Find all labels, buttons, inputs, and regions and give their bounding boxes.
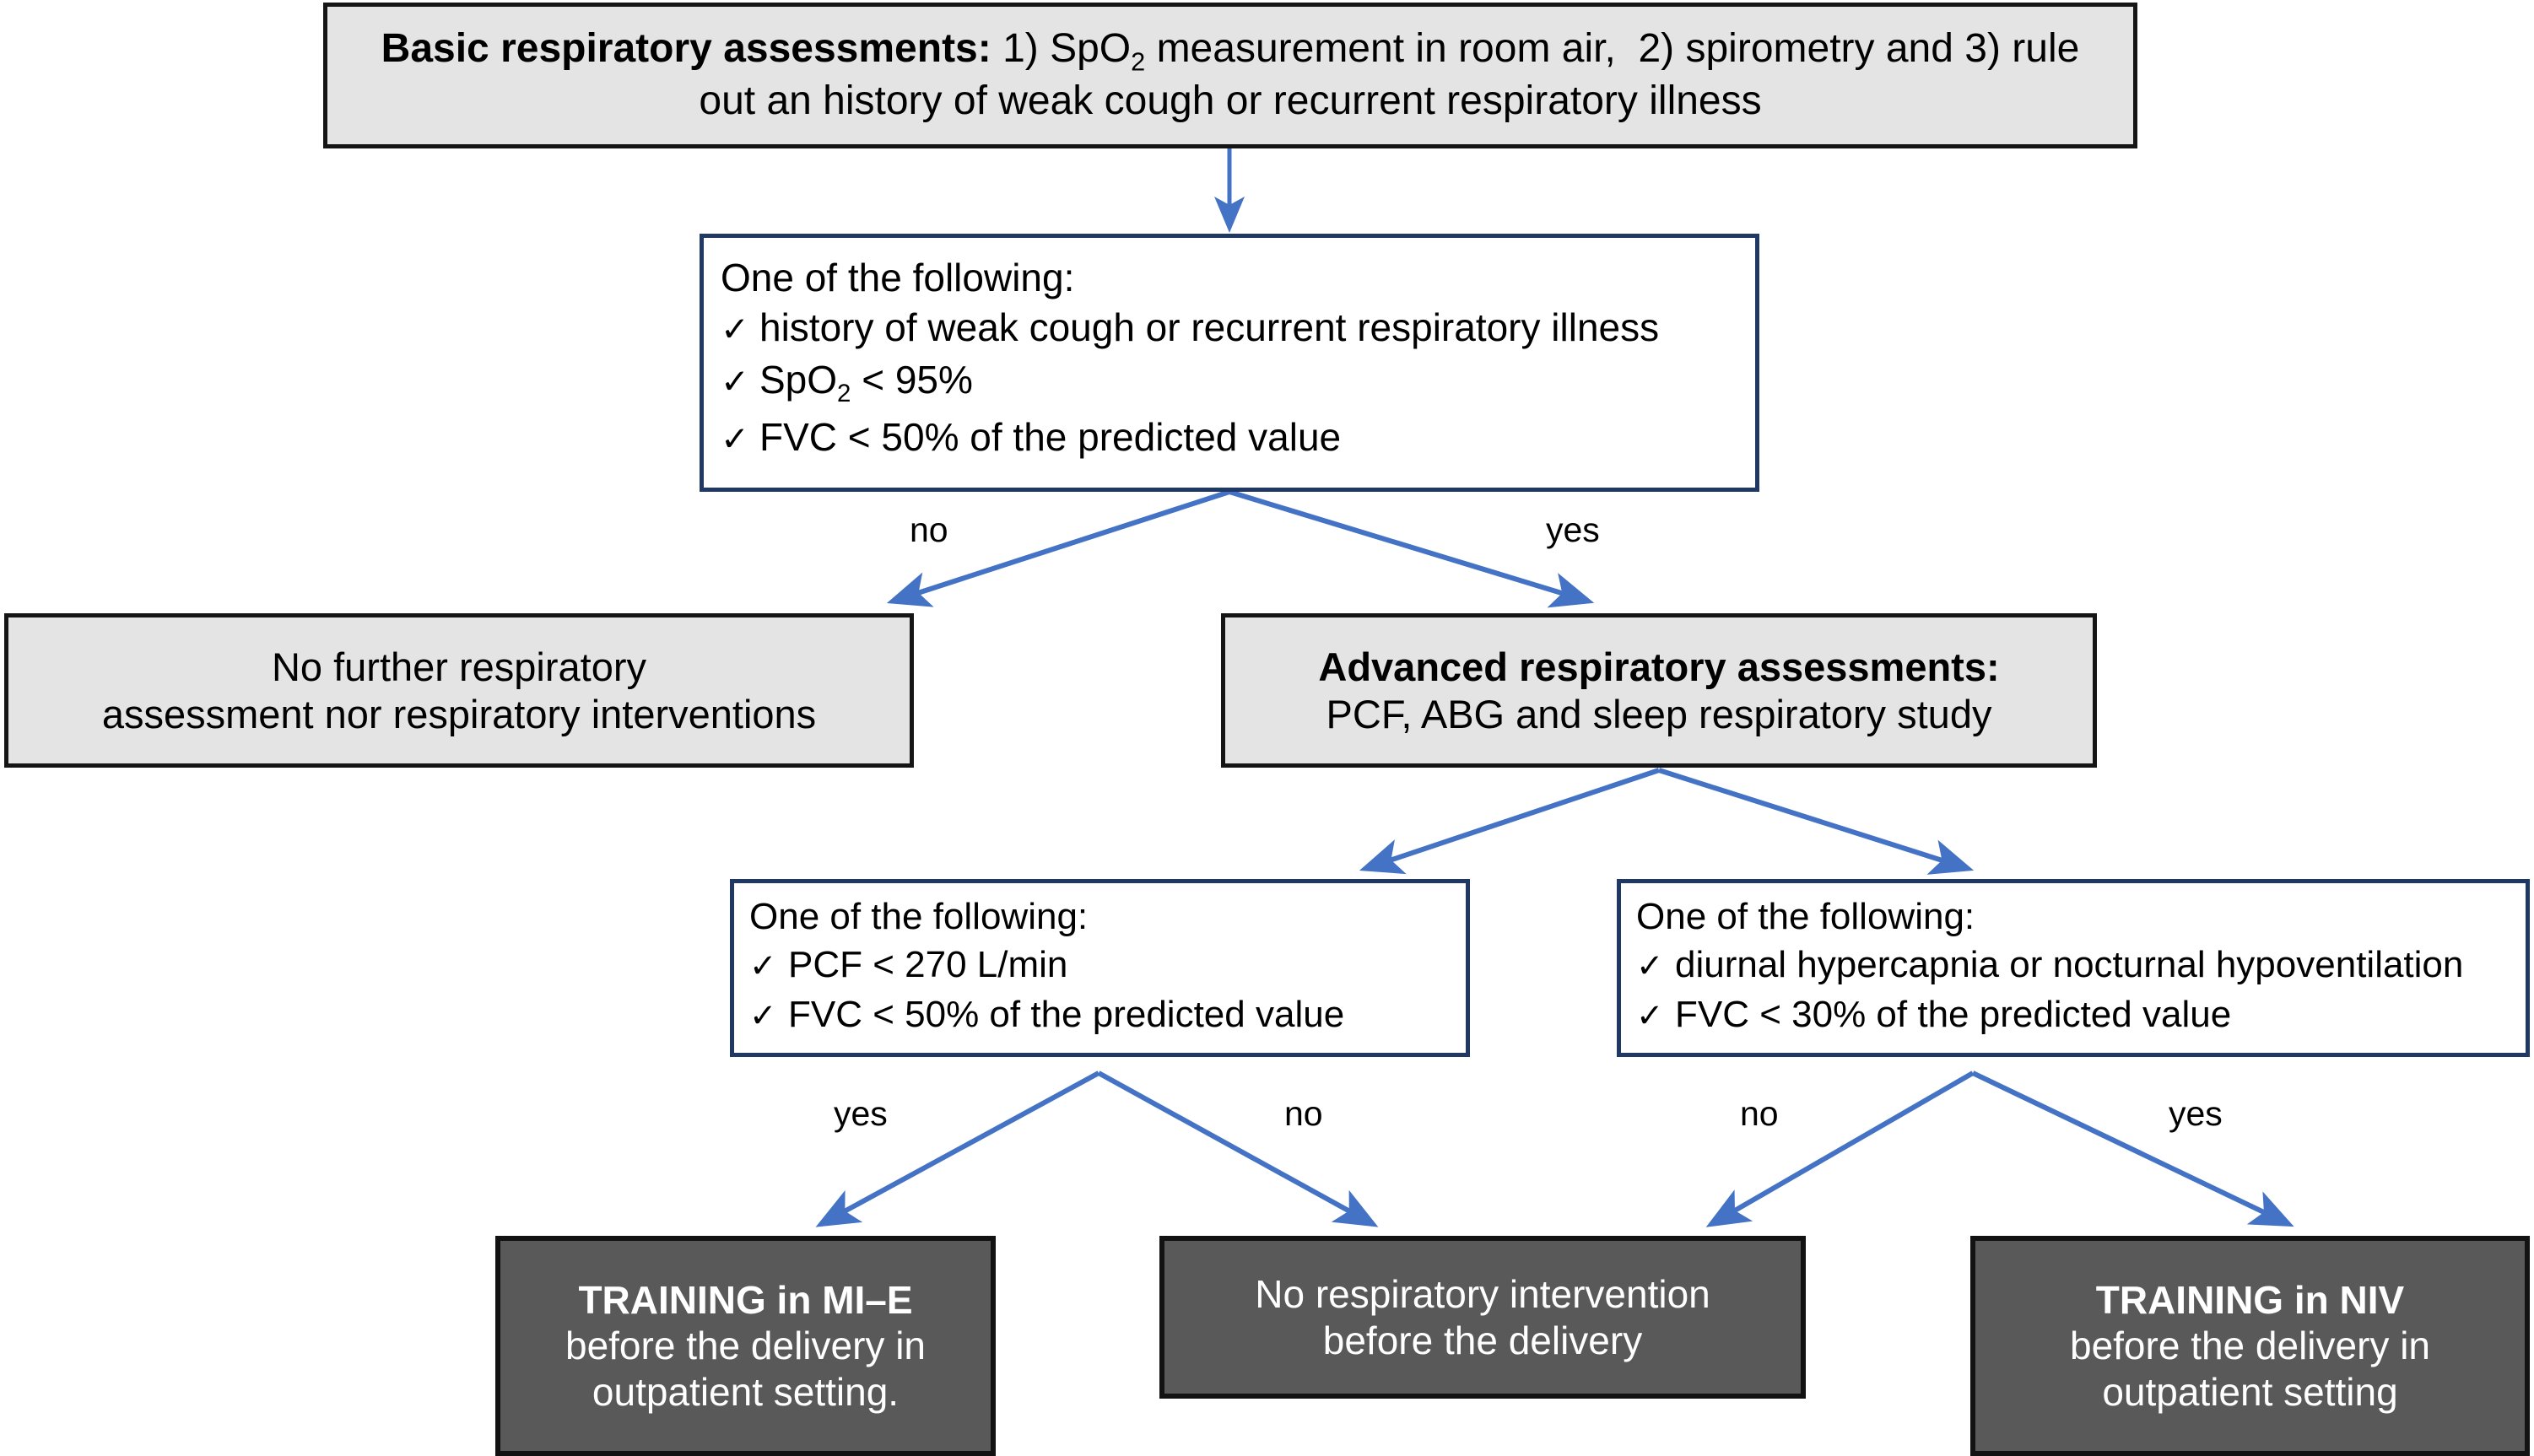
criteria-basic-item-2: ✓ SpO2 < 95% — [721, 353, 1748, 411]
criteria-basic-item-1: ✓ history of weak cough or recurrent res… — [721, 301, 1748, 353]
criteria-ventilation-item-1-label: diurnal hypercapnia or nocturnal hypoven… — [1675, 943, 2464, 985]
criteria-ventilation-heading: One of the following: — [1636, 896, 1975, 937]
arrow-advanced-to-pcf — [1359, 768, 1660, 875]
node-basic-assessments: Basic respiratory assessments: 1) SpO2 m… — [323, 3, 2137, 148]
node-training-niv: TRAINING in NIV before the delivery in o… — [1970, 1236, 2530, 1456]
criteria-basic-list: ✓ history of weak cough or recurrent res… — [716, 301, 1748, 463]
node-no-further-assessment: No further respiratory assessment nor re… — [4, 613, 914, 768]
arrow-pcf-no — [1097, 1070, 1379, 1227]
no-intervention-line1: No respiratory intervention — [1255, 1272, 1710, 1317]
check-icon: ✓ — [721, 418, 749, 460]
criteria-pcf-item-1-label: PCF < 270 L/min — [788, 943, 1068, 985]
edge-label-ventilation-yes: yes — [2169, 1094, 2223, 1133]
edge-label-pcf-yes: yes — [834, 1094, 888, 1133]
training-niv-line2: before the delivery in — [2069, 1324, 2431, 1368]
training-niv-line1: TRAINING in NIV — [2095, 1278, 2405, 1323]
node-advanced-assessments: Advanced respiratory assessments: PCF, A… — [1221, 613, 2097, 768]
no-further-line2: assessment nor respiratory interventions — [101, 691, 817, 736]
basic-assessments-line1-rest: 1) SpO2 measurement in room air, 2) spir… — [991, 26, 2080, 77]
edge-label-basic-no: no — [910, 510, 948, 549]
training-mie-line1: TRAINING in MI–E — [578, 1278, 913, 1323]
criteria-basic-item-1-label: history of weak cough or recurrent respi… — [759, 305, 1660, 350]
advanced-assessments-line1: Advanced respiratory assessments: — [1318, 644, 2000, 690]
criteria-pcf-item-2-label: FVC < 50% of the predicted value — [788, 994, 1345, 1036]
criteria-pcf-list: ✓ PCF < 270 L/min ✓ FVC < 50% of the pre… — [744, 940, 1461, 1040]
node-training-mie: TRAINING in MI–E before the delivery in … — [495, 1236, 996, 1456]
edge-label-pcf-no: no — [1284, 1094, 1323, 1133]
criteria-pcf-heading: One of the following: — [749, 896, 1089, 937]
node-no-intervention: No respiratory intervention before the d… — [1159, 1236, 1806, 1399]
check-icon: ✓ — [749, 946, 777, 985]
criteria-ventilation-item-1: ✓ diurnal hypercapnia or nocturnal hypov… — [1636, 940, 2520, 990]
node-criteria-basic: One of the following: ✓ history of weak … — [700, 234, 1759, 492]
criteria-pcf-item-2: ✓ FVC < 50% of the predicted value — [749, 990, 1461, 1039]
criteria-basic-item-3-label: FVC < 50% of the predicted value — [759, 415, 1342, 460]
no-intervention-line2: before the delivery — [1322, 1318, 1643, 1362]
basic-assessments-line1: Basic respiratory assessments: 1) SpO2 m… — [346, 25, 2115, 78]
training-mie-line3: outpatient setting. — [592, 1369, 900, 1414]
criteria-ventilation-list: ✓ diurnal hypercapnia or nocturnal hypov… — [1631, 940, 2520, 1040]
criteria-pcf-item-1: ✓ PCF < 270 L/min — [749, 940, 1461, 990]
check-icon: ✓ — [721, 309, 749, 350]
no-further-line1: No further respiratory — [271, 644, 647, 690]
criteria-ventilation-item-2-label: FVC < 30% of the predicted value — [1675, 994, 2232, 1036]
criteria-ventilation-item-2: ✓ FVC < 30% of the predicted value — [1636, 990, 2520, 1039]
edge-label-ventilation-no: no — [1740, 1094, 1779, 1133]
arrow-ventilation-yes — [1971, 1070, 2294, 1227]
training-niv-line3: outpatient setting — [2102, 1369, 2398, 1414]
basic-assessments-bold-prefix: Basic respiratory assessments: — [381, 26, 991, 72]
arrow-criteria-yes — [1229, 489, 1595, 608]
criteria-basic-heading: One of the following: — [721, 256, 1075, 299]
arrow-advanced-to-ventilation — [1658, 768, 1975, 875]
criteria-basic-item-3: ✓ FVC < 50% of the predicted value — [721, 411, 1748, 463]
edge-label-basic-yes: yes — [1546, 510, 1600, 549]
basic-assessments-line2: out an history of weak cough or recurren… — [699, 78, 1762, 124]
check-icon: ✓ — [1636, 997, 1664, 1036]
check-icon: ✓ — [749, 997, 777, 1036]
node-criteria-pcf: One of the following: ✓ PCF < 270 L/min … — [730, 879, 1470, 1057]
advanced-assessments-line2: PCF, ABG and sleep respiratory study — [1326, 691, 1992, 736]
training-mie-line2: before the delivery in — [565, 1324, 927, 1368]
criteria-basic-item-2-label: SpO2 < 95% — [759, 358, 973, 408]
check-icon: ✓ — [721, 361, 749, 402]
check-icon: ✓ — [1636, 946, 1664, 985]
node-criteria-ventilation: One of the following: ✓ diurnal hypercap… — [1617, 879, 2530, 1057]
